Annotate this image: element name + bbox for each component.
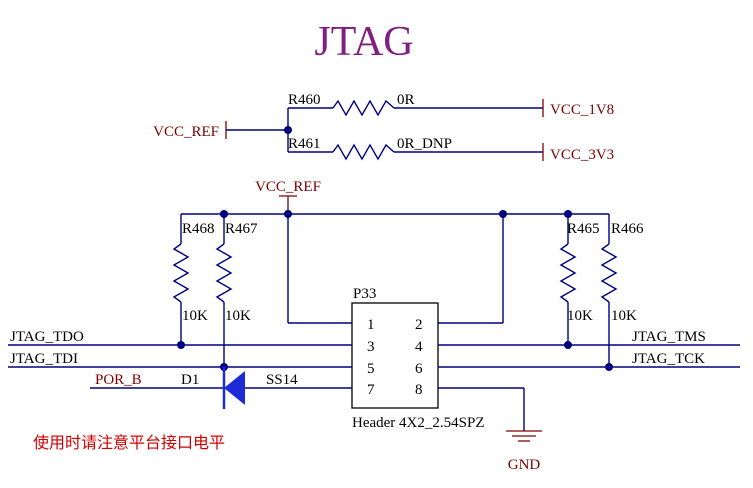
header-pin-number: 7 bbox=[367, 382, 375, 398]
junction-dot bbox=[499, 210, 507, 218]
r466-value: 10K bbox=[611, 308, 637, 324]
diode-d1 bbox=[222, 367, 245, 409]
r466-ref: R466 bbox=[611, 221, 644, 237]
r461-ref: R461 bbox=[288, 136, 321, 152]
vcc-3v3-label: VCC_3V3 bbox=[550, 147, 614, 163]
junction-dot bbox=[564, 341, 572, 349]
resistor-r467 bbox=[215, 214, 233, 367]
header-pin-number: 6 bbox=[415, 361, 423, 377]
net-jtag-tdo-label: JTAG_TDO bbox=[10, 329, 84, 345]
net-jtag-tdi-label: JTAG_TDI bbox=[10, 351, 78, 367]
r468-value: 10K bbox=[182, 308, 208, 324]
header-ref: P33 bbox=[353, 286, 376, 302]
r467-ref: R467 bbox=[225, 221, 258, 237]
diode-part: SS14 bbox=[266, 372, 298, 388]
resistor-r461 bbox=[288, 143, 544, 161]
vcc-ref-left-label: VCC_REF bbox=[153, 124, 219, 140]
net-jtag-tms-label: JTAG_TMS bbox=[632, 329, 706, 345]
header-pin-number: 1 bbox=[367, 317, 375, 333]
resistor-r460 bbox=[288, 99, 544, 117]
net-por-b-label: POR_B bbox=[95, 372, 142, 388]
gnd-label: GND bbox=[508, 457, 541, 473]
vcc-ref-rail bbox=[181, 213, 609, 324]
header-pin-number: 8 bbox=[415, 382, 423, 398]
junction-dot bbox=[284, 210, 292, 218]
resistor-r466 bbox=[600, 214, 618, 367]
usage-note: 使用时请注意平台接口电平 bbox=[33, 433, 225, 452]
header-p33-body bbox=[351, 302, 439, 409]
vcc-ref-port-left bbox=[225, 121, 288, 139]
r465-value: 10K bbox=[567, 308, 593, 324]
r460-value: 0R bbox=[397, 92, 415, 108]
diode-ref: D1 bbox=[181, 372, 199, 388]
header-pin-number: 2 bbox=[415, 317, 423, 333]
header-pin-number: 3 bbox=[367, 339, 375, 355]
net-jtag-tck-label: JTAG_TCK bbox=[632, 351, 705, 367]
junction-dot bbox=[177, 341, 185, 349]
r465-ref: R465 bbox=[567, 221, 600, 237]
gnd-symbol bbox=[438, 387, 542, 442]
r461-value: 0R_DNP bbox=[397, 136, 452, 152]
header-pin-number: 5 bbox=[367, 361, 375, 377]
header-part: Header 4X2_2.54SPZ bbox=[352, 415, 484, 431]
r467-value: 10K bbox=[225, 308, 251, 324]
resistor-r465 bbox=[559, 214, 577, 345]
header-pin-number: 4 bbox=[415, 339, 423, 355]
vcc-ref-top-label: VCC_REF bbox=[255, 179, 321, 195]
r468-ref: R468 bbox=[182, 221, 215, 237]
vcc-1v8-label: VCC_1V8 bbox=[550, 102, 614, 118]
resistor-r468 bbox=[172, 214, 190, 345]
junction-dot bbox=[605, 363, 613, 371]
r460-ref: R460 bbox=[288, 92, 321, 108]
schematic-title: JTAG bbox=[314, 19, 413, 65]
